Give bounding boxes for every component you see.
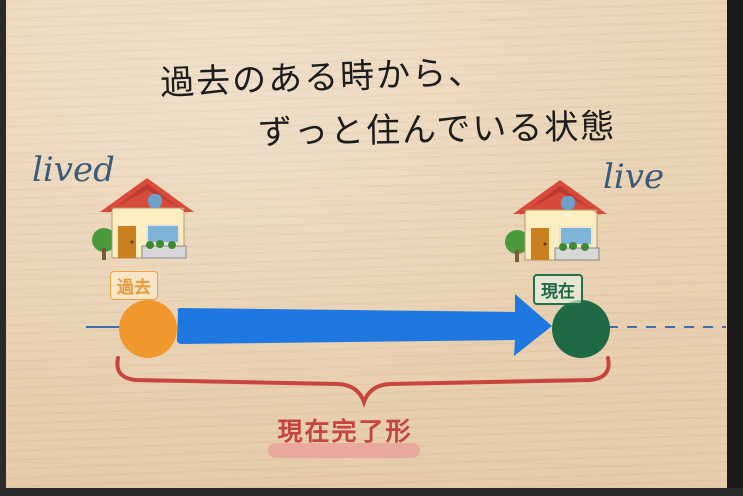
present-label: 現在 — [533, 274, 583, 305]
past-point — [119, 300, 177, 358]
past-verb-lived: lived — [32, 150, 115, 190]
label-highlight — [268, 443, 420, 458]
frame-edge-right — [727, 0, 743, 496]
past-label: 過去 — [110, 271, 158, 300]
duration-arrow — [176, 294, 552, 356]
present-verb-live: live — [603, 157, 665, 197]
tense-label: 現在完了形 — [277, 417, 413, 446]
house-icon-past — [92, 178, 194, 260]
present-point — [552, 300, 610, 358]
span-brace — [115, 356, 611, 409]
frame-edge-left — [0, 0, 6, 496]
frame-edge-bottom — [0, 488, 743, 496]
house-icon-present — [505, 180, 607, 262]
